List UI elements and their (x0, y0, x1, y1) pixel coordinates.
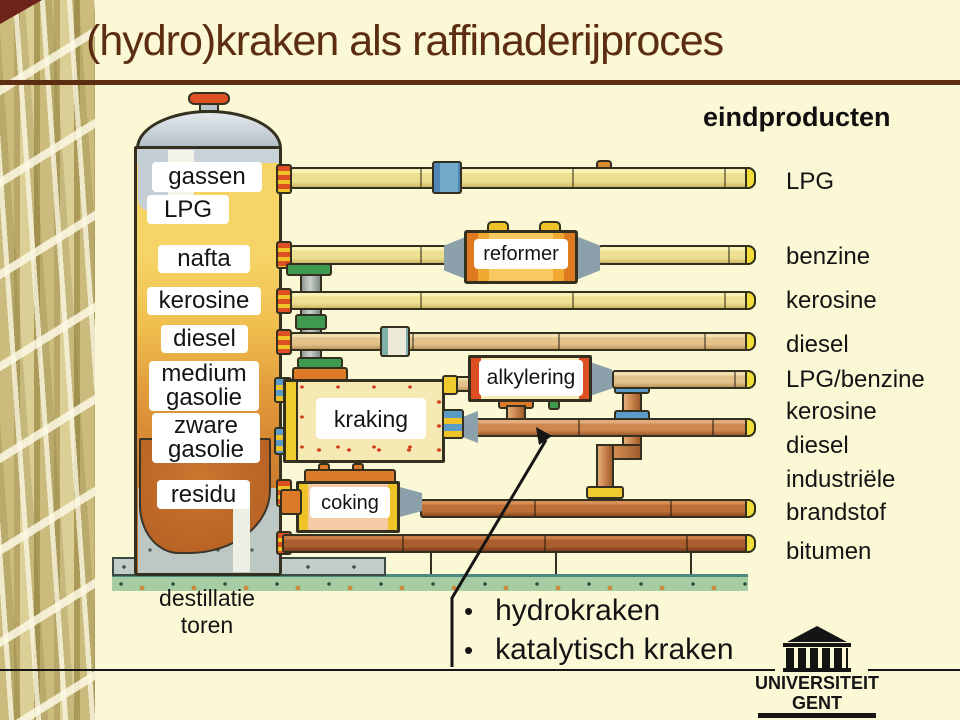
tower-label-text: gasolie (165, 384, 243, 411)
endproducts-heading: eindproducten (703, 102, 891, 132)
alkylering-label: alkylering (479, 360, 583, 396)
kerosine-pipe-cap (745, 291, 756, 310)
title-underline (0, 80, 960, 85)
unit-label-text: alkylering (486, 366, 576, 389)
tower-label-gassen: gassen (152, 162, 262, 192)
ugent-name: UNIVERSITEIT (754, 673, 879, 693)
pipe-support (690, 553, 692, 574)
bottom-rule-left (0, 669, 775, 671)
ugent-columns (786, 648, 848, 668)
product-label-kerosine-2: kerosine (786, 398, 877, 425)
tower-label-lpg: LPG (147, 195, 229, 224)
bitumen-pipe-cap (745, 534, 756, 553)
refinery-photo-strip (0, 0, 95, 720)
caption-line2: toren (180, 612, 234, 638)
tower-caption: destillatie toren (127, 585, 287, 639)
ugent-stylobate (783, 668, 851, 672)
kerosine-pipe (290, 291, 756, 310)
lpg-pipe-blue-fitting (432, 161, 462, 194)
tower-label-kerosine: kerosine (147, 287, 261, 315)
kraking-port-lower (442, 409, 464, 439)
diesel-pipe (290, 332, 756, 351)
alkylering-green-fitting (548, 400, 560, 410)
bottom-rule-right (868, 669, 960, 671)
product-label-lpg-benzine: LPG/benzine (786, 366, 925, 393)
bullet-item: katalytisch kraken (464, 633, 794, 667)
slide-title: (hydro)kraken als raffinaderijproces (86, 17, 724, 65)
coking-left-connector (280, 489, 302, 515)
photo-corner-shadow (0, 0, 42, 24)
kerosine-diesel-pipe (466, 418, 756, 437)
kraking-port-upper (442, 375, 458, 395)
benzine-pipe-cap (745, 245, 756, 265)
ugent-temple-icon (787, 626, 847, 642)
tower-label-diesel: diesel (161, 325, 248, 353)
lpg-benzine-pipe-cap (745, 370, 756, 389)
unit-label-text: kraking (333, 405, 409, 432)
kerosine-diesel-pipe-cap (745, 418, 756, 437)
product-label-diesel: diesel (786, 331, 849, 358)
product-label-benzine: benzine (786, 243, 871, 270)
drop-pipe-valve (295, 314, 327, 330)
bullet-list: hydrokraken katalytisch kraken (464, 594, 794, 672)
kraking-label: kraking (316, 398, 426, 439)
benzine-pipe-right (598, 245, 756, 265)
pipe-support (555, 553, 557, 574)
tower-label-text: residu (170, 480, 237, 508)
industriele-brandstof-pipe-cap (745, 499, 756, 518)
tower-label-nafta: nafta (158, 245, 250, 273)
product-label-brandstof: brandstof (786, 499, 887, 526)
tower-label-text: gasolie (167, 436, 245, 463)
reformer-label: reformer (474, 239, 568, 269)
tower-label-text: kerosine (158, 287, 250, 314)
diesel-pipe-coupling (380, 326, 410, 357)
ugent-city: GENT (791, 693, 842, 713)
riser-b-yellow-flange (586, 486, 624, 499)
bullet-text: hydrokraken (495, 594, 661, 627)
lpg-pipe (290, 167, 756, 189)
ugent-underline (758, 713, 876, 718)
reformer-right-connector (576, 236, 600, 280)
bitumen-pipe (282, 534, 756, 553)
unit-label-text: reformer (483, 243, 559, 265)
lpg-benzine-pipe (612, 370, 756, 389)
kraking-left-band (286, 382, 298, 460)
tower-label-text: medium (161, 360, 247, 387)
bullet-text: katalytisch kraken (495, 633, 734, 666)
unit-label-text: coking (321, 491, 379, 514)
ugent-architrave (783, 643, 851, 647)
kraking-outlet-connector (460, 411, 478, 443)
product-label-lpg: LPG (786, 168, 835, 195)
ground-strip (112, 574, 748, 591)
tower-valve-cap (188, 92, 230, 105)
product-label-bitumen: bitumen (786, 538, 872, 565)
pipe-support (430, 553, 432, 574)
alkylering-right-connector (590, 362, 612, 396)
lpg-pipe-cap (745, 167, 756, 189)
caption-line1: destillatie (159, 585, 255, 611)
tower-label-text: zware (173, 412, 239, 439)
product-label-kerosine: kerosine (786, 287, 877, 314)
tower-label-text: diesel (173, 325, 236, 352)
product-label-industriele: industriële (786, 466, 896, 493)
coking-label: coking (310, 487, 390, 518)
tower-label-text: LPG (163, 195, 213, 223)
tower-label-text: gassen (168, 163, 246, 190)
benzine-pipe-left (290, 245, 450, 265)
tower-label-residu: residu (157, 480, 250, 509)
diesel-pipe-cap (745, 332, 756, 351)
industriele-brandstof-pipe (420, 499, 756, 518)
product-label-diesel-2: diesel (786, 432, 849, 459)
tower-label-text: nafta (177, 245, 231, 272)
riser-b-elbow-vertical (596, 444, 614, 490)
bullet-item: hydrokraken (464, 594, 794, 628)
